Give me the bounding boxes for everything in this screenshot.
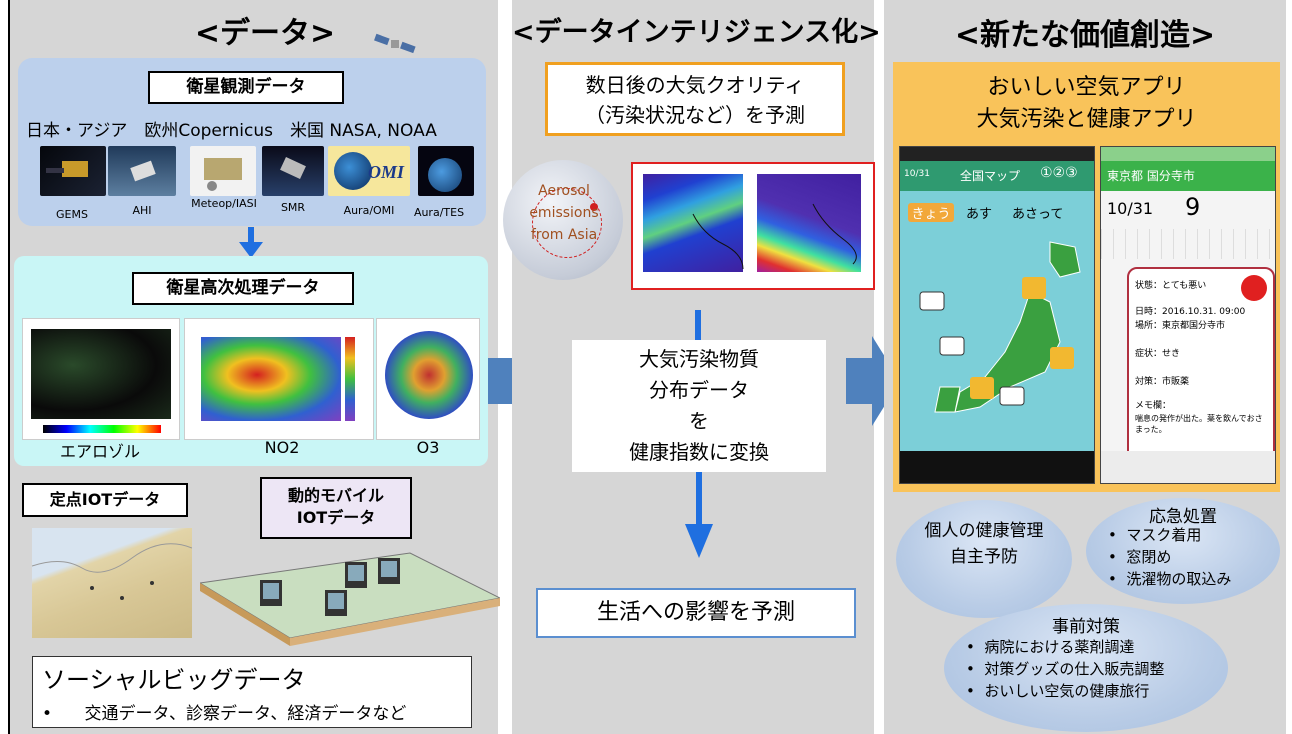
phone2-date: 10/31 [1107,199,1154,218]
forecast-box: 数日後の大気クオリティ （汚染状況など）を予測 [545,62,845,136]
aerosol-emission-circle [532,188,602,258]
forecast-line1: 数日後の大気クオリティ [585,73,805,97]
caption-no2: NO2 [264,438,300,457]
emergency-list: • マスク着用 • 窓閉め • 洗濯物の取込み [1108,524,1231,590]
processed-data-title: 衛星高次処理データ [132,272,354,305]
app-title-line1: おいしい空気アプリ [987,75,1186,100]
emergency-ellipse [1086,498,1280,604]
mobile-iot-board-image [200,552,500,646]
forecast-maps-image [631,162,875,290]
advance-item: • 対策グッズの仕入販売調整 [966,660,1165,678]
personal-line2: 自主予防 [950,547,1018,567]
phone1-header: 全国マップ [960,169,1021,183]
forecast-line2: （汚染状況など）を予測 [585,103,805,127]
fixed-iot-title: 定点IOTデータ [22,483,188,517]
phone-map-screenshot: 10/31 全国マップ ①②③ きょう あす あさって [899,146,1095,484]
aerosol-map-image [22,318,180,440]
phone2-memo-text: 喘息の発作が出た。薬を飲んでおさまった。 [1135,414,1263,434]
fixed-iot-map-image [31,528,193,638]
advance-measures-list: • 病院における薬剤調達 • 対策グッズの仕入販売調整 • おいしい空気の健康旅… [966,636,1164,702]
sat-label-aura-omi: Aura/OMI [343,204,395,217]
social-big-data-title: ソーシャルビッグデータ [42,666,306,694]
aerosol-globe-text: Aerosol emissions from Asia [506,180,622,246]
advance-measures-ellipse [944,604,1228,732]
phone2-hour: 9 [1185,193,1201,221]
phone2-status: 状態：とても悪い [1135,281,1207,291]
aura-tes-image [418,146,474,196]
tab-tomorrow[interactable]: あす [966,207,993,222]
convert-line3: を [689,409,709,433]
gems-satellite-image [40,146,106,196]
status-face-icon [1241,275,1267,301]
convert-line4: 健康指数に変換 [629,440,769,464]
app-title-line2: 大気汚染と健康アプリ [976,107,1197,132]
right-arrow-icon [846,336,900,426]
sat-label-ahi: AHI [132,204,152,217]
convert-line1: 大気汚染物質 [639,347,759,371]
o3-map-image [376,318,480,440]
no2-map-image [184,318,374,440]
advance-measures-title: 事前対策 [1052,617,1120,637]
mobile-iot-title-line2: IOTデータ [296,508,376,527]
mobile-iot-title: 動的モバイル IOTデータ [260,477,412,539]
phone1-day-tabs: きょう あす あさって [900,203,1094,227]
metop-iasi-image [190,146,256,196]
emergency-title: 応急処置 [1149,507,1217,527]
flow-line [695,310,701,346]
phone2-header: 東京都 国分寺市 [1107,169,1195,183]
advance-item: • おいしい空気の健康旅行 [966,682,1150,700]
social-big-data-bullet-text: 交通データ、診察データ、経済データなど [84,704,407,724]
japan-map-image [919,241,1081,413]
globe-line1: Aerosol [538,183,590,199]
tab-today[interactable]: きょう [908,203,954,222]
personal-health-ellipse [896,500,1072,618]
satellite-agencies: 日本・アジア 欧州Copernicus 米国 NASA, NOAA [26,121,437,141]
emergency-item: • 窓閉め [1108,548,1172,566]
tab-day-after[interactable]: あさって [1012,207,1064,222]
emergency-item: • マスク着用 [1108,526,1202,544]
caption-aerosol: エアロゾル [59,442,140,461]
sat-label-metop: Meteop/IASI [191,197,257,210]
aura-omi-image: OMI [328,146,410,196]
phone1-number-tabs[interactable]: ①②③ [1040,165,1078,181]
emission-point-icon [590,203,598,211]
sat-label-aura-tes: Aura/TES [413,206,465,219]
omi-logo: OMI [368,162,405,182]
convert-line2: 分布データ [649,378,749,402]
mobile-iot-title-line1: 動的モバイル [287,486,384,505]
phone2-symptom: 症状：せき [1135,349,1181,359]
social-big-data-panel [32,656,472,728]
sat-label-gems: GEMS [56,208,88,221]
emergency-item: • 洗濯物の取込み [1108,570,1232,588]
personal-health-text: 個人の健康管理 自主予防 [896,518,1072,570]
caption-o3: O3 [416,438,440,457]
app-title: おいしい空気アプリ 大気汚染と健康アプリ [893,72,1280,136]
phone1-date: 10/31 [904,169,930,179]
globe-line2: emissions [529,205,599,221]
value-column-title: <新たな価値創造> [954,18,1216,53]
phone2-place: 場所：東京都国分寺市 [1135,321,1226,331]
phone2-measure: 対策：市販薬 [1135,377,1190,387]
phone2-popup: 状態：とても悪い 日時：2016.10.31. 09:00 場所：東京都国分寺市… [1127,267,1275,477]
satellite-observation-title: 衛星観測データ [148,71,344,104]
impact-box: 生活への影響を予測 [536,588,856,638]
data-column-title: <データ> [194,16,336,51]
down-arrow-icon [685,472,713,558]
smr-satellite-image [262,146,324,196]
personal-line1: 個人の健康管理 [924,521,1044,541]
social-big-data-bullet: • 交通データ、診察データ、経済データなど [42,704,407,724]
phone2-datetime: 日時：2016.10.31. 09:00 [1135,307,1246,317]
down-arrow-icon [239,227,263,258]
phone2-memo-label: メモ欄： [1135,401,1172,411]
advance-item: • 病院における薬剤調達 [966,638,1135,656]
ahi-satellite-image [108,146,176,196]
sat-label-smr: SMR [280,201,306,214]
globe-line3: from Asia [530,227,598,243]
phone-health-screenshot: 東京都 国分寺市 10/31 9 状態：とても悪い 日時：2016.10.31.… [1100,146,1276,484]
intelligence-column-title: <データインテリジェンス化> [512,17,881,48]
convert-box: 大気汚染物質 分布データ を 健康指数に変換 [572,340,826,472]
